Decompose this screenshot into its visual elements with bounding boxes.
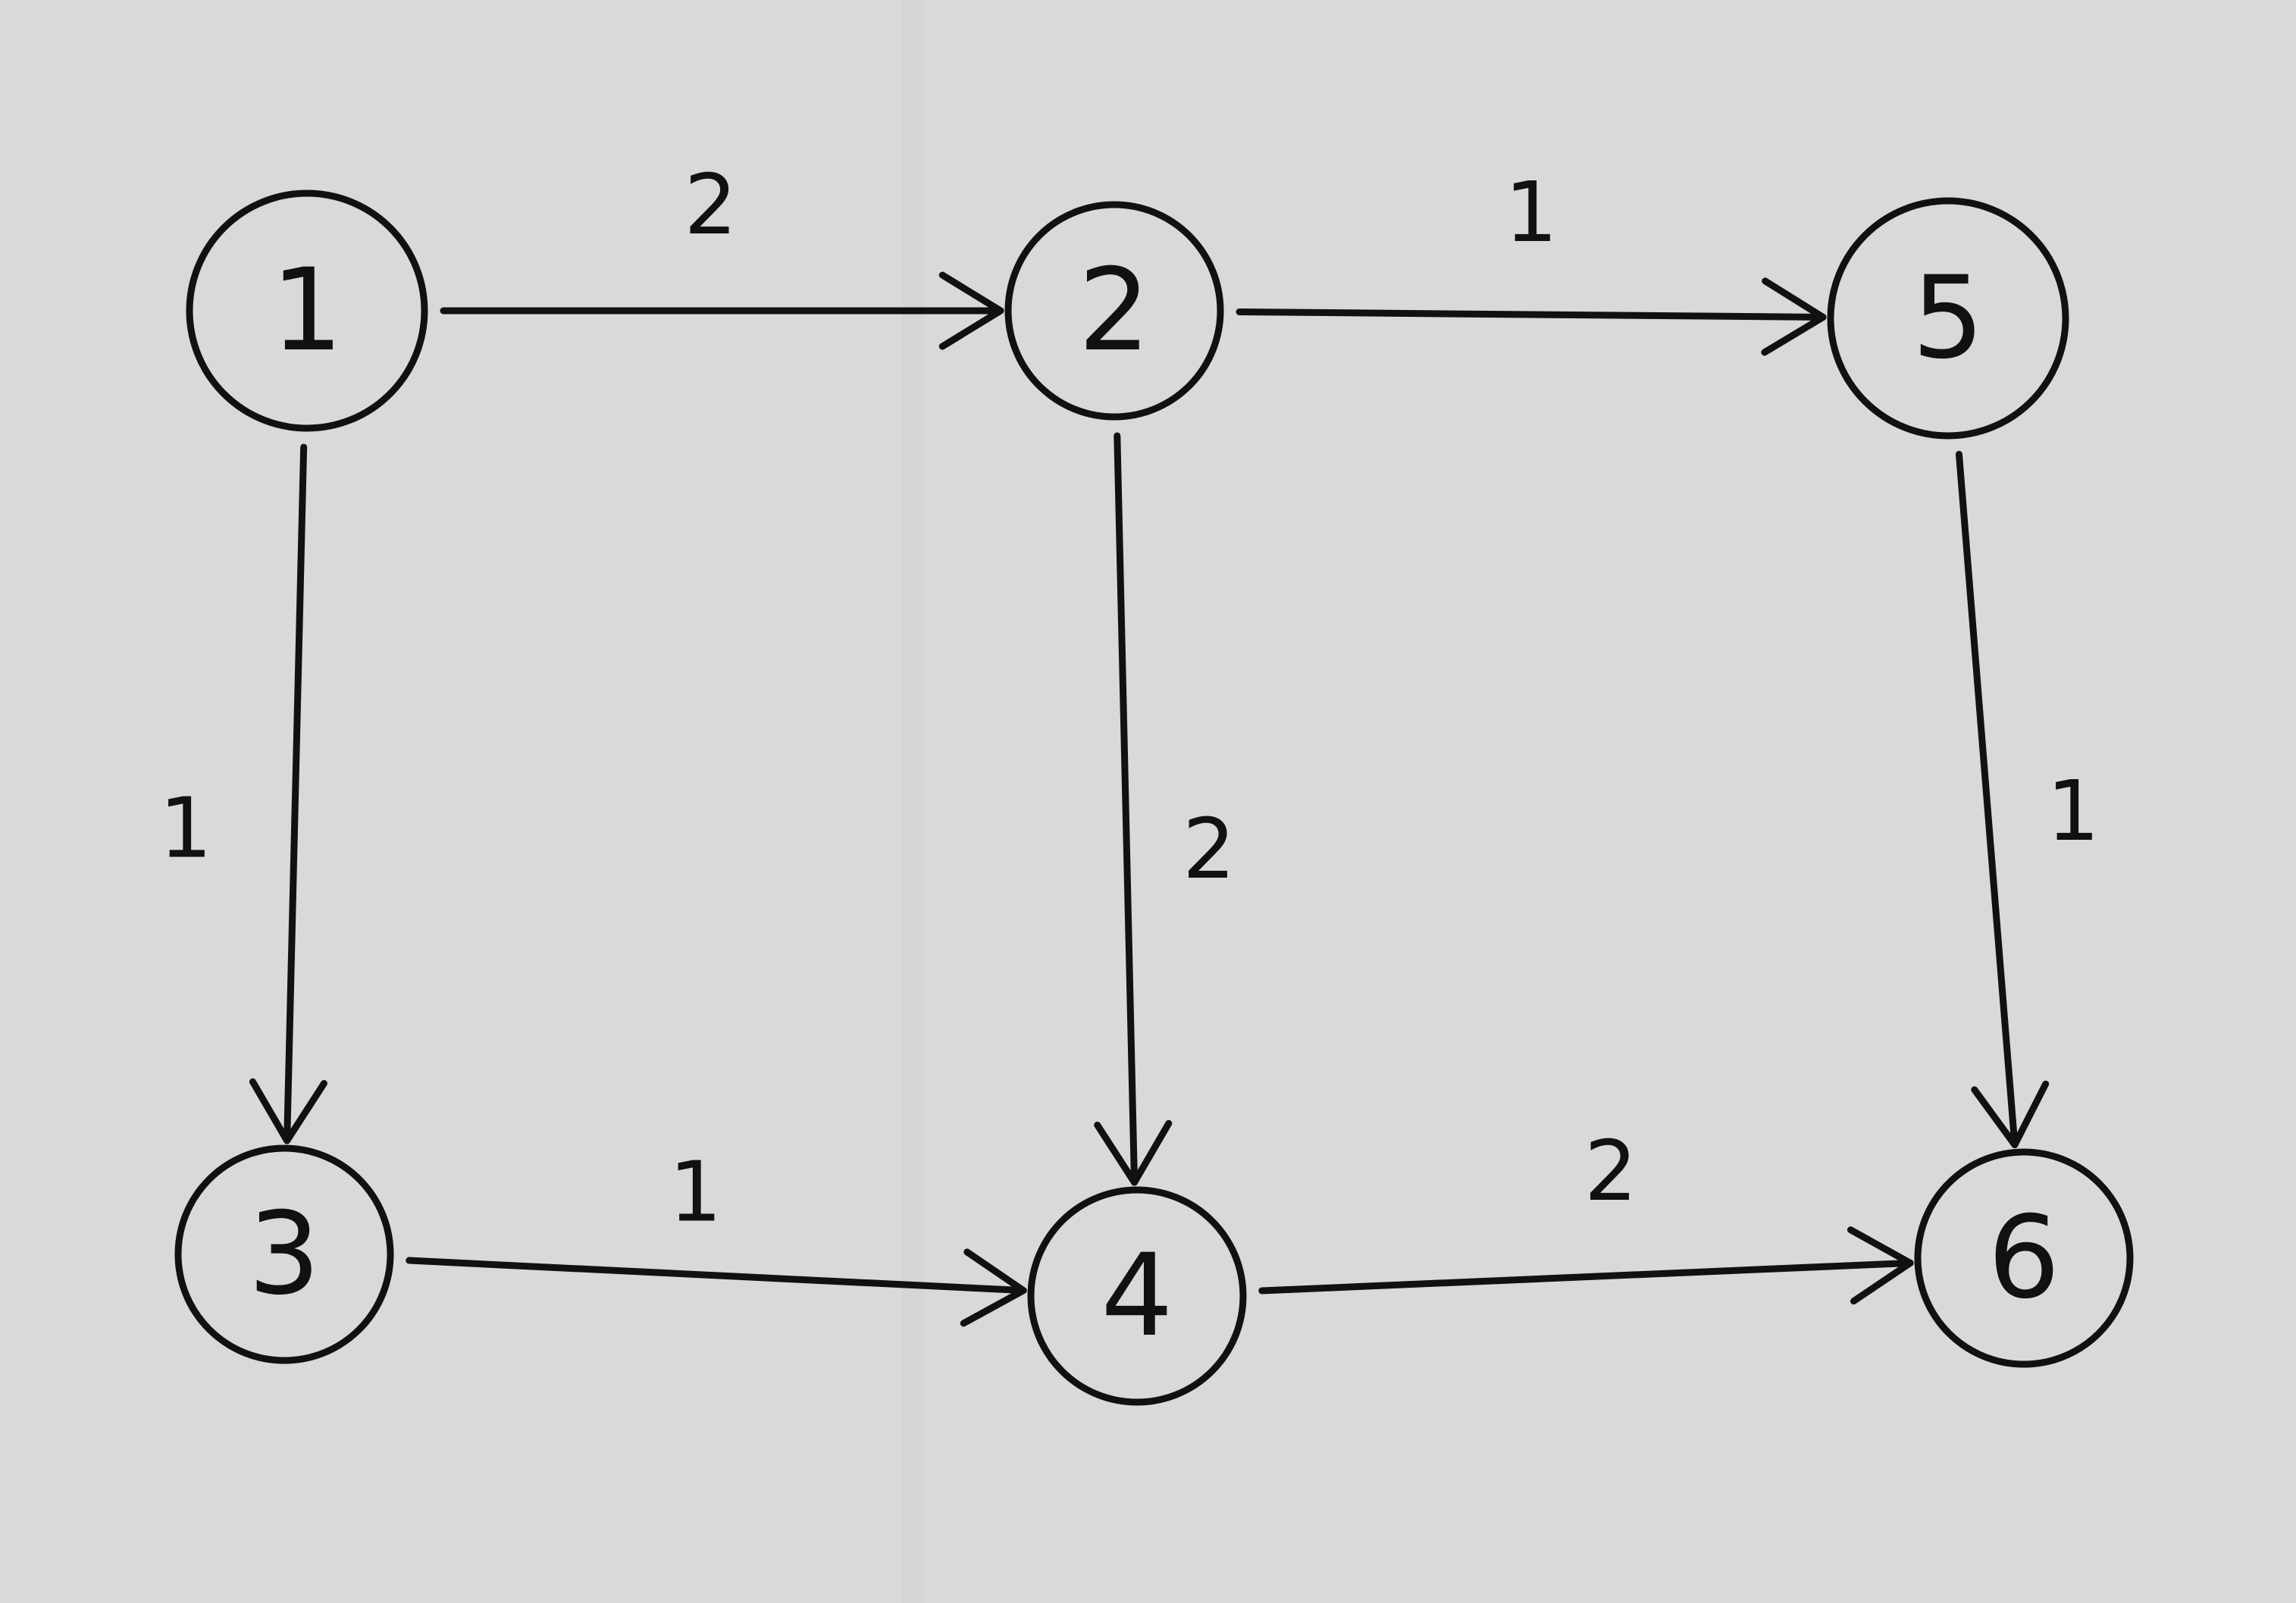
edge-2-5: 1: [1236, 164, 1827, 356]
node-label: 1: [271, 245, 343, 377]
arrow-head-icon: [1971, 1080, 2050, 1148]
edge-line: [406, 1257, 1027, 1295]
edges-layer: 2 1 1 2 1 1 2: [159, 156, 2100, 1327]
arrow-head-icon: [1094, 1119, 1173, 1186]
arrow-head-icon: [249, 1078, 327, 1144]
node-circle: [186, 189, 428, 432]
node-label: 2: [1078, 245, 1150, 377]
edge-1-2: 2: [440, 156, 1004, 350]
edge-1-3: 1: [159, 443, 327, 1144]
edge-4-6: 2: [1258, 1122, 1914, 1305]
arrow-head-icon: [960, 1248, 1027, 1327]
node-6: 6: [1914, 1148, 2134, 1368]
node-circle: [1027, 1186, 1247, 1406]
node-label: 4: [1101, 1230, 1173, 1362]
edge-line: [1955, 450, 2019, 1148]
node-2: 2: [1004, 201, 1224, 421]
node-circle: [1004, 201, 1224, 421]
edge-3-4: 1: [406, 1144, 1027, 1327]
arrow-head-icon: [938, 271, 1004, 350]
edge-line: [1236, 308, 1827, 321]
edge-weight-label: 1: [669, 1144, 722, 1241]
arrow-head-icon: [1761, 277, 1827, 356]
node-1: 1: [186, 189, 428, 432]
node-label: 3: [248, 1188, 320, 1320]
node-3: 3: [174, 1144, 394, 1364]
edge-weight-label: 2: [684, 156, 738, 253]
edge-weight-label: 1: [159, 780, 212, 877]
edge-weight-label: 1: [1505, 164, 1558, 261]
edge-weight-label: 2: [1584, 1122, 1637, 1219]
nodes-layer: 1 2 5 3 4 6: [174, 189, 2134, 1406]
node-label: 5: [1912, 252, 1984, 384]
node-5: 5: [1827, 197, 2069, 440]
edge-line: [1258, 1259, 1914, 1295]
node-circle: [1827, 197, 2069, 440]
node-circle: [1914, 1148, 2134, 1368]
edge-weight-label: 2: [1182, 800, 1236, 897]
edge-line: [283, 443, 308, 1144]
edge-2-4: 2: [1094, 432, 1236, 1186]
node-4: 4: [1027, 1186, 1247, 1406]
edge-5-6: 1: [1955, 450, 2100, 1148]
edge-line: [1114, 432, 1139, 1186]
node-label: 6: [1987, 1192, 2060, 1324]
node-circle: [174, 1144, 394, 1364]
paper-fold-line: [902, 0, 925, 1603]
edge-weight-label: 1: [2047, 762, 2100, 859]
arrow-head-icon: [1847, 1226, 1914, 1305]
